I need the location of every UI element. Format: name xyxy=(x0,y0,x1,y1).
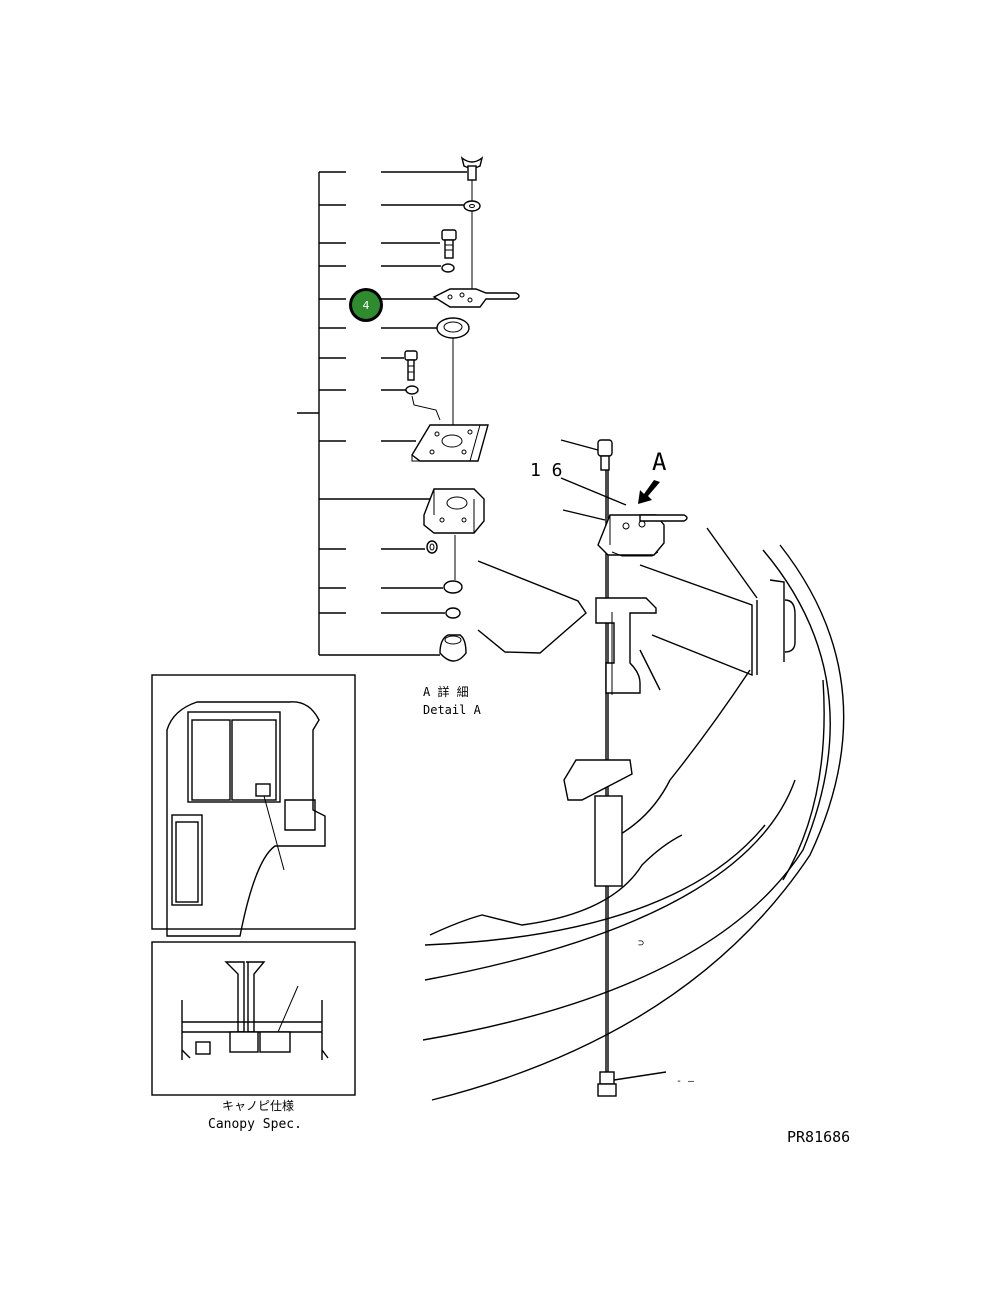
nut-part xyxy=(426,540,438,554)
mark-bottom: - – xyxy=(676,1076,695,1087)
view-arrow-label: A xyxy=(652,448,667,476)
canopy-label-en: Canopy Spec. xyxy=(208,1117,302,1132)
item-16-label: 1 6 xyxy=(530,460,563,481)
callout-badge-4[interactable]: 4 xyxy=(349,288,383,322)
detail-label-jp: A 詳 細 xyxy=(423,684,469,699)
disc-part xyxy=(443,580,463,594)
mount-plate-part xyxy=(411,424,489,462)
block-part xyxy=(423,488,485,534)
rubber-cap-part xyxy=(439,634,467,662)
washer-part xyxy=(463,200,481,212)
lock-mechanism xyxy=(597,514,688,557)
upright-bracket xyxy=(595,597,657,695)
detail-label-en: Detail A xyxy=(423,703,482,717)
inset-canopy-side xyxy=(151,674,356,937)
exploded-parts xyxy=(404,156,587,662)
ring-part xyxy=(436,317,470,339)
bottom-bolt-part xyxy=(597,1071,617,1097)
lower-step xyxy=(563,759,633,887)
canopy-label-jp: キャノピ仕様 xyxy=(222,1099,294,1113)
view-arrow-a-icon xyxy=(638,480,660,504)
bolt-part xyxy=(441,229,457,259)
drawing-number: PR81686 xyxy=(787,1128,850,1146)
machine-assembly xyxy=(422,439,845,1101)
small-washer-part xyxy=(405,385,419,395)
lock-washer-part xyxy=(441,263,455,273)
callout-number: 4 xyxy=(363,299,370,312)
inset-canopy-rear xyxy=(151,941,356,1096)
leader-bracket xyxy=(297,171,467,656)
top-bolt-part xyxy=(597,439,613,471)
mark-right: ⊃ xyxy=(638,938,644,949)
wing-bolt-part xyxy=(460,156,484,181)
small-disc-part xyxy=(445,607,461,619)
small-bolt-part xyxy=(404,350,418,381)
lever-plate-part xyxy=(432,288,520,308)
